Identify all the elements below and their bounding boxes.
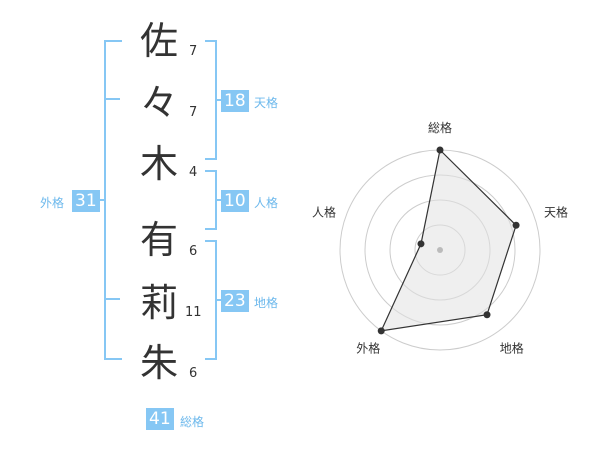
chikaku-badge: 23 xyxy=(221,290,249,312)
tenkaku-connector xyxy=(215,99,221,101)
chikaku-connector xyxy=(215,299,221,301)
stroke-count-5: 11 xyxy=(185,305,202,320)
stroke-count-6: 6 xyxy=(189,366,198,381)
name-char-1: 佐 xyxy=(139,19,178,63)
gaikaku-connector xyxy=(94,199,106,201)
jinkaku-connector xyxy=(215,199,221,201)
radar-axis-label-3: 地格 xyxy=(500,341,524,356)
radar-point-4 xyxy=(377,327,385,335)
radar-point-2 xyxy=(512,221,520,229)
stroke-count-2: 7 xyxy=(189,105,198,120)
radar-point-5 xyxy=(417,240,425,248)
radar-point-1 xyxy=(436,146,444,154)
soukaku-badge: 41 xyxy=(146,408,174,430)
stroke-count-4: 6 xyxy=(189,244,198,259)
radar-axis-label-1: 総格 xyxy=(428,120,452,135)
gaikaku-bracket-tick-2 xyxy=(104,298,120,300)
radar-axis-label-2: 天格 xyxy=(544,204,568,219)
name-char-2: 々 xyxy=(139,81,178,125)
name-char-3: 木 xyxy=(139,142,178,186)
jinkaku-badge: 10 xyxy=(221,190,249,212)
radar-center-dot xyxy=(437,247,443,253)
gaikaku-label: 外格 xyxy=(40,196,65,210)
name-char-5: 莉 xyxy=(139,281,178,325)
chikaku-label: 地格 xyxy=(254,296,279,310)
jinkaku-label: 人格 xyxy=(254,196,279,210)
name-char-6: 朱 xyxy=(139,341,178,385)
stroke-count-3: 4 xyxy=(189,165,198,180)
stroke-count-1: 7 xyxy=(189,44,198,59)
tenkaku-badge: 18 xyxy=(221,90,249,112)
name-char-4: 有 xyxy=(139,218,178,262)
radar-axis-label-5: 人格 xyxy=(312,204,336,219)
tenkaku-label: 天格 xyxy=(254,96,279,110)
radar-point-3 xyxy=(483,311,491,319)
gaikaku-badge: 31 xyxy=(72,190,100,212)
radar-series-polygon xyxy=(380,148,517,332)
radar-axis-label-4: 外格 xyxy=(356,341,380,356)
gaikaku-bracket-tick-1 xyxy=(104,98,120,100)
soukaku-label: 総格 xyxy=(180,415,205,429)
